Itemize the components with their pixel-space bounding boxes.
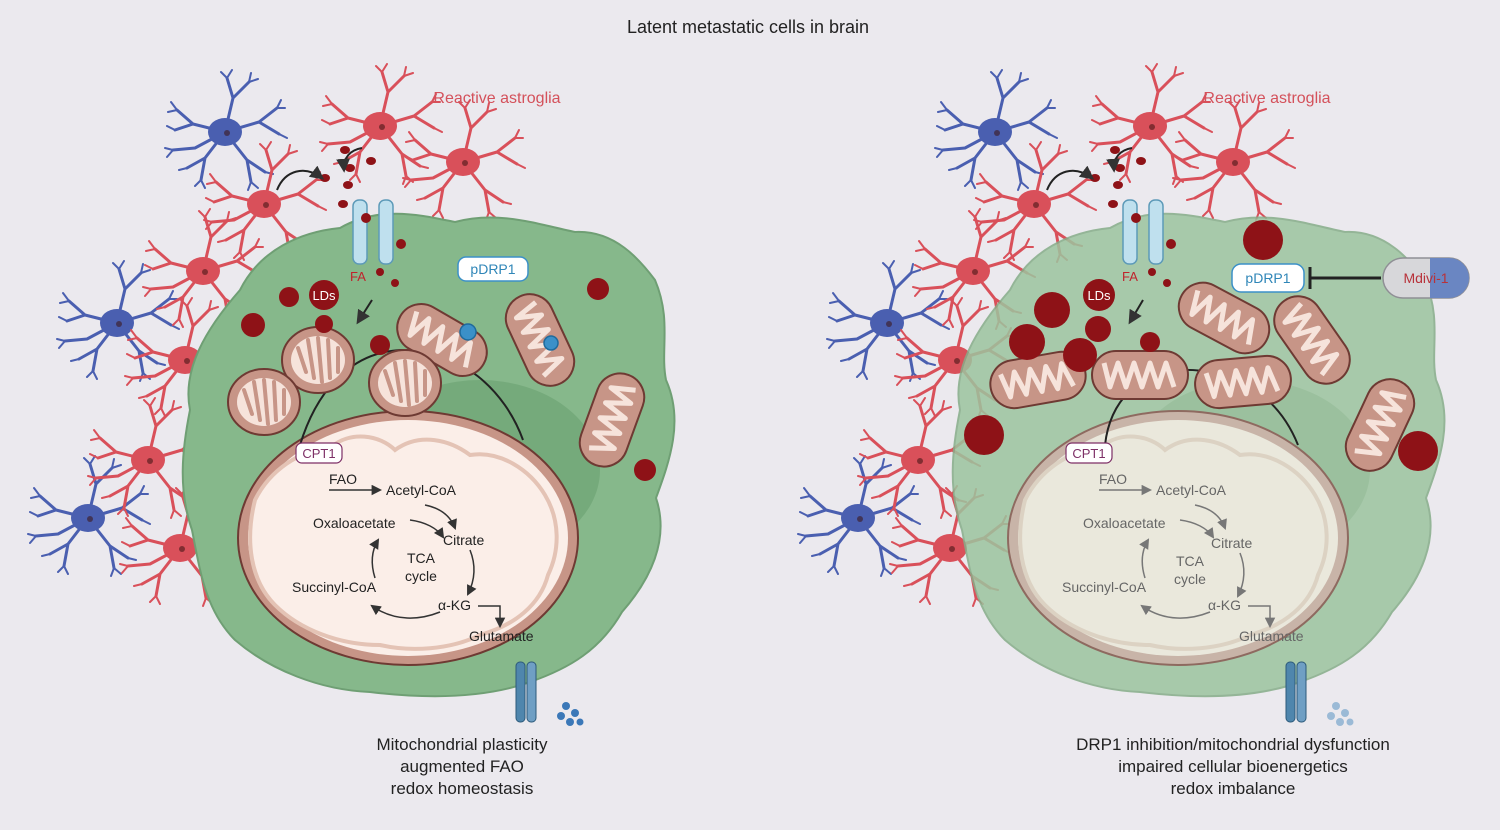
right-fa-dot-2 [1163, 279, 1171, 287]
left-pdrp1-badge [457, 256, 529, 282]
left-citrate-akg-arrow [467, 549, 477, 596]
left-akg-succinyl-arrow [370, 604, 441, 619]
left-release-arrow [276, 165, 325, 191]
right-fa-in-channel-2 [1166, 239, 1176, 249]
right-akg-label: α-KG [1208, 597, 1241, 613]
left-cpt1-badge [295, 442, 343, 464]
left-fa-arrow [356, 299, 373, 325]
right-succinyl-oxalo-arrow [1139, 538, 1150, 579]
right-pdrp1-badge [1231, 263, 1305, 293]
left-oxalo-label: Oxaloacetate [313, 515, 396, 531]
right-akg-succinyl-arrow [1140, 604, 1211, 619]
right-fao-label: FAO [1099, 471, 1127, 487]
right-caption: DRP1 inhibition/mitochondrial dysfunctio… [1076, 735, 1390, 798]
left-mito-round-2 [367, 348, 443, 418]
left-succinyl-label: Succinyl-CoA [292, 579, 377, 595]
right-nucleus-inner [1018, 420, 1338, 656]
left-pathway: FAO Acetyl-CoA Oxaloacetate Citrate TCA … [292, 471, 534, 644]
left-fission-site-2 [543, 335, 559, 351]
left-astroglia-label: Reactive astroglia [433, 90, 560, 107]
right-glutamate-label: Glutamate [1239, 628, 1304, 644]
left-caption-line-2: augmented FAO [400, 757, 524, 776]
right-extracellular-fa [1090, 146, 1146, 208]
left-acetyl-label: Acetyl-CoA [386, 482, 457, 498]
right-citrate-akg-arrow [1237, 552, 1247, 598]
right-caption-line-2: impaired cellular bioenergetics [1118, 757, 1348, 776]
right-mito-4 [1092, 351, 1188, 399]
left-efflux-molecules [557, 702, 584, 726]
right-oxalo-label: Oxaloacetate [1083, 515, 1166, 531]
right-release-arrow-2 [1106, 147, 1133, 173]
left-tca-label-1: TCA [407, 550, 436, 566]
right-acetyl-label: Acetyl-CoA [1156, 482, 1227, 498]
right-fa-arrow [1128, 299, 1144, 325]
right-mdivi-label: Mdivi-1 [1403, 270, 1448, 286]
left-caption-line-1: Mitochondrial plasticity [376, 735, 548, 754]
left-panel: LDs FA Reactive astroglia [26, 62, 676, 798]
left-cpt1-label: CPT1 [302, 446, 335, 461]
left-fa-dot-1 [376, 268, 384, 276]
left-nucleus-inner [248, 420, 568, 656]
left-akg-glutamate-arrow [478, 605, 506, 629]
left-fa-dot-2 [391, 279, 399, 287]
left-acetyl-citrate-arrow [424, 504, 457, 530]
left-lds-label: LDs [312, 288, 336, 303]
right-lds-label: LDs [1087, 288, 1111, 303]
left-tca-label-2: cycle [405, 568, 437, 584]
right-mdivi-pill-cap [1430, 258, 1469, 298]
right-cpt1-badge [1065, 442, 1113, 464]
right-tca-label-1: TCA [1176, 553, 1205, 569]
right-lds-droplet [1083, 279, 1115, 311]
right-fa-label: FA [1122, 269, 1138, 284]
right-mito-5 [1193, 354, 1293, 410]
right-efflux-molecules [1327, 702, 1354, 726]
left-succinyl-oxalo-arrow [369, 538, 380, 579]
right-lipid-droplets [964, 220, 1438, 471]
right-fa-in-channel [1131, 213, 1141, 223]
right-tca-label-2: cycle [1174, 571, 1206, 587]
right-succinyl-label: Succinyl-CoA [1062, 579, 1147, 595]
right-release-arrow [1046, 165, 1095, 191]
right-caption-line-1: DRP1 inhibition/mitochondrial dysfunctio… [1076, 735, 1390, 754]
right-panel: LDs FA pDRP1 Mdivi-1 [796, 62, 1470, 798]
left-glutamate-label: Glutamate [469, 628, 534, 644]
right-pathway: FAO Acetyl-CoA Oxaloacetate Citrate TCA … [1062, 471, 1304, 644]
right-akg-glutamate-arrow [1248, 605, 1276, 629]
right-cpt1-label: CPT1 [1072, 446, 1105, 461]
left-fa-in-channel-2 [396, 239, 406, 249]
left-fa-label: FA [350, 269, 366, 284]
right-astroglia-label: Reactive astroglia [1203, 90, 1330, 107]
left-lipid-droplets [241, 278, 656, 481]
left-lds-droplet [309, 280, 339, 310]
left-release-arrow-2 [336, 147, 363, 173]
right-pdrp1-label: pDRP1 [1245, 270, 1290, 286]
right-caption-line-3: redox imbalance [1171, 779, 1296, 798]
left-caption: Mitochondrial plasticity augmented FAO r… [376, 735, 548, 798]
left-fa-in-channel [361, 213, 371, 223]
right-oxalo-citrate-arrow [1179, 519, 1215, 539]
right-fa-dot-1 [1148, 268, 1156, 276]
left-citrate-label: Citrate [443, 532, 484, 548]
left-mito-round-3 [226, 367, 302, 437]
left-pdrp1-label: pDRP1 [470, 261, 515, 277]
left-caption-line-3: redox homeostasis [391, 779, 534, 798]
left-fission-site-1 [459, 323, 477, 341]
right-nucleus-cristae [1018, 434, 1329, 651]
right-acetyl-citrate-arrow [1194, 504, 1227, 530]
right-citrate-label: Citrate [1211, 535, 1252, 551]
left-oxalo-citrate-arrow [409, 519, 445, 539]
left-akg-label: α-KG [438, 597, 471, 613]
figure-title: Latent metastatic cells in brain [627, 17, 869, 37]
left-nucleus-cristae [248, 434, 559, 651]
left-fao-label: FAO [329, 471, 357, 487]
